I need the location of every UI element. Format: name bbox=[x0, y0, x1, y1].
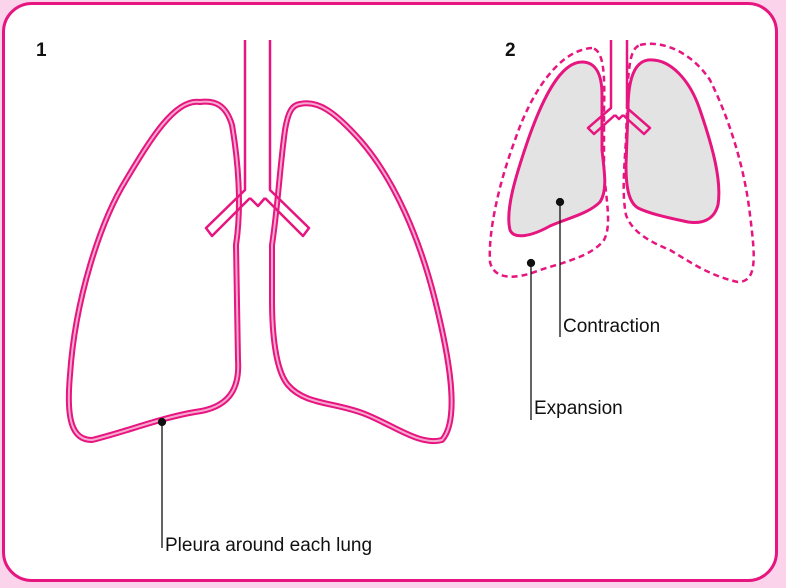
right-lung-outline bbox=[272, 103, 452, 441]
panel-1-trachea bbox=[206, 40, 309, 236]
pleura-label: Pleura around each lung bbox=[165, 535, 372, 557]
contracted-left-lung bbox=[509, 62, 605, 236]
panel-1-number: 1 bbox=[36, 40, 47, 62]
expansion-pointer-dot bbox=[528, 260, 535, 267]
leader-lines bbox=[159, 199, 564, 549]
contraction-label: Contraction bbox=[563, 316, 660, 338]
left-lung-outline bbox=[69, 102, 239, 440]
pleura-pointer-dot bbox=[159, 419, 166, 426]
panel-2-number: 2 bbox=[505, 40, 516, 62]
panel-1-lungs bbox=[69, 102, 452, 442]
panel-2-lungs bbox=[490, 40, 754, 282]
expansion-label: Expansion bbox=[534, 398, 623, 420]
contraction-pointer-dot bbox=[557, 199, 564, 206]
contracted-right-lung bbox=[626, 60, 719, 223]
